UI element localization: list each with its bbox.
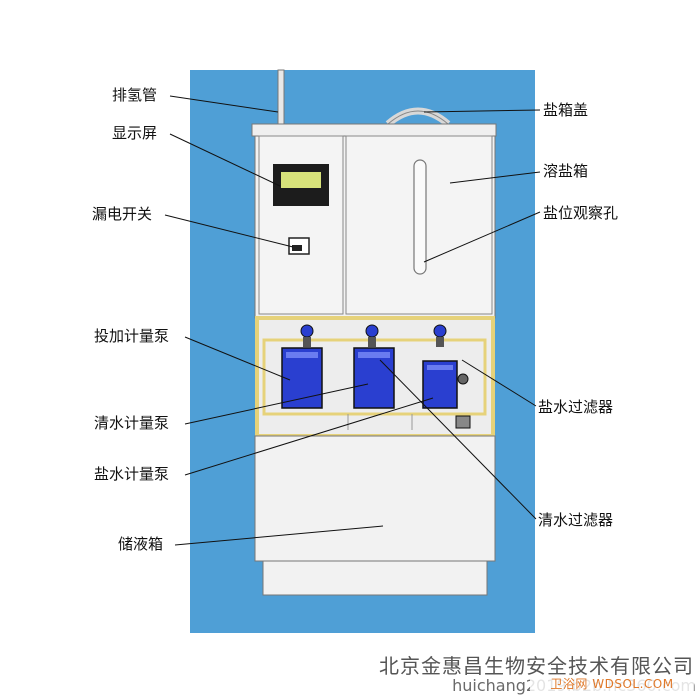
valve-3-icon [433,324,447,338]
leader-fresh-water-filter [379,359,537,520]
label-fresh-water-pump: 清水计量泵 [94,414,169,432]
cabinet-top-cap [251,123,497,137]
leader-salt-tank-lid [423,109,541,113]
watermark-logo: 卫浴网 WDSOL.COM [530,675,694,694]
label-salt-dissolving-tank: 溶盐箱 [543,162,588,180]
leader-display-screen [169,133,281,187]
company-name: 北京金惠昌生物安全技术有限公司 [379,654,694,678]
leader-hydrogen-vent-pipe [169,95,279,113]
label-salt-level-window: 盐位观察孔 [543,204,618,222]
vent-pipe [277,69,285,127]
label-hydrogen-vent-pipe: 排氢管 [112,86,157,104]
valve-1-icon [300,324,314,338]
leader-brine-pump [184,397,434,476]
label-brine-filter: 盐水过滤器 [538,398,613,416]
valve-2-icon [365,324,379,338]
cabinet-base [262,560,488,596]
label-brine-pump: 盐水计量泵 [94,465,169,483]
leader-storage-tank [174,525,384,546]
label-fresh-water-filter: 清水过滤器 [538,511,613,529]
label-storage-tank: 储液箱 [118,535,163,553]
label-display-screen: 显示屏 [112,124,157,142]
label-salt-tank-lid: 盐箱盖 [543,101,588,119]
salt-level-window [413,159,427,275]
control-panel-door [258,135,344,315]
display-screen-window [281,172,321,188]
fresh-water-filter [455,415,471,429]
leader-salt-level-window [423,211,541,263]
leader-salt-dissolving-tank [449,171,541,184]
leader-fresh-water-pump [184,383,369,425]
leader-leakage-switch [164,214,294,248]
label-dosing-pump: 投加计量泵 [94,327,169,345]
storage-tank [254,435,496,562]
brine-filter [457,373,469,385]
leader-dosing-pump [184,336,291,381]
leader-brine-filter [461,359,537,407]
label-leakage-switch: 漏电开关 [92,205,152,223]
